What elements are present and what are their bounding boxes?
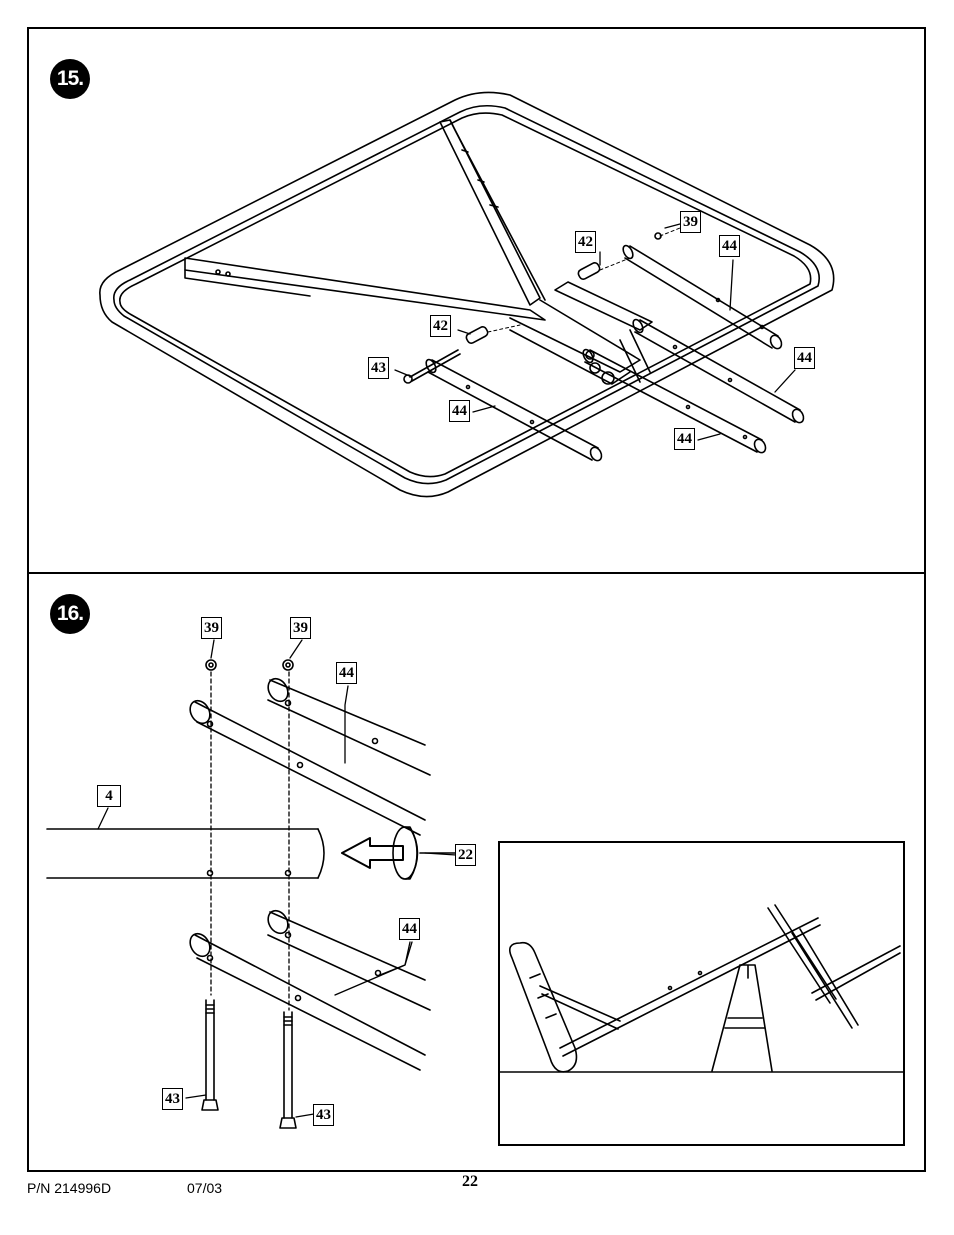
upper-tubes-44 bbox=[189, 677, 431, 836]
main-tube-4 bbox=[46, 828, 325, 879]
sawhorse-drawing bbox=[499, 904, 904, 1073]
nuts-39 bbox=[205, 659, 294, 671]
frame-end bbox=[509, 941, 578, 1073]
part-label-44: 44 bbox=[719, 235, 740, 257]
part-label-22: 22 bbox=[455, 844, 476, 866]
part-label-44: 44 bbox=[399, 918, 420, 940]
hardware-step-15 bbox=[403, 227, 681, 384]
page-number: 22 bbox=[462, 1173, 478, 1190]
part-label-44: 44 bbox=[794, 347, 815, 369]
leaders-step-16 bbox=[97, 639, 457, 1118]
upright-frame bbox=[767, 904, 859, 1029]
leaders-step-15 bbox=[394, 223, 796, 441]
tubes-44-step-15 bbox=[425, 244, 805, 462]
step-16-badge: 16. bbox=[50, 594, 90, 634]
part-label-43: 43 bbox=[162, 1088, 183, 1110]
part-label-42: 42 bbox=[575, 231, 596, 253]
part-label-44: 44 bbox=[336, 662, 357, 684]
part-number: P/N 214996D bbox=[27, 1180, 112, 1196]
part-label-39: 39 bbox=[201, 617, 222, 639]
part-label-4: 4 bbox=[97, 785, 121, 807]
step-15-badge: 15. bbox=[50, 59, 90, 99]
part-label-43: 43 bbox=[313, 1104, 334, 1126]
frame-step-15 bbox=[99, 91, 835, 498]
sawhorse bbox=[711, 964, 773, 1072]
step-15-panel bbox=[27, 27, 926, 574]
inset-illustration bbox=[498, 841, 905, 1146]
insert-arrow bbox=[341, 837, 404, 869]
part-label-39: 39 bbox=[290, 617, 311, 639]
part-label-42: 42 bbox=[430, 315, 451, 337]
bolts-43 bbox=[201, 999, 297, 1129]
alignment-lines bbox=[210, 671, 290, 1011]
revision-date: 07/03 bbox=[187, 1180, 223, 1196]
step-16-panel bbox=[27, 572, 926, 1172]
long-tube bbox=[559, 917, 821, 1057]
part-label-43: 43 bbox=[368, 357, 389, 379]
lower-tubes-44 bbox=[189, 909, 431, 1071]
part-label-44: 44 bbox=[674, 428, 695, 450]
brace bbox=[811, 945, 901, 1001]
part-label-44: 44 bbox=[449, 400, 470, 422]
center-rails-step-15 bbox=[184, 119, 653, 385]
part-label-39: 39 bbox=[680, 211, 701, 233]
